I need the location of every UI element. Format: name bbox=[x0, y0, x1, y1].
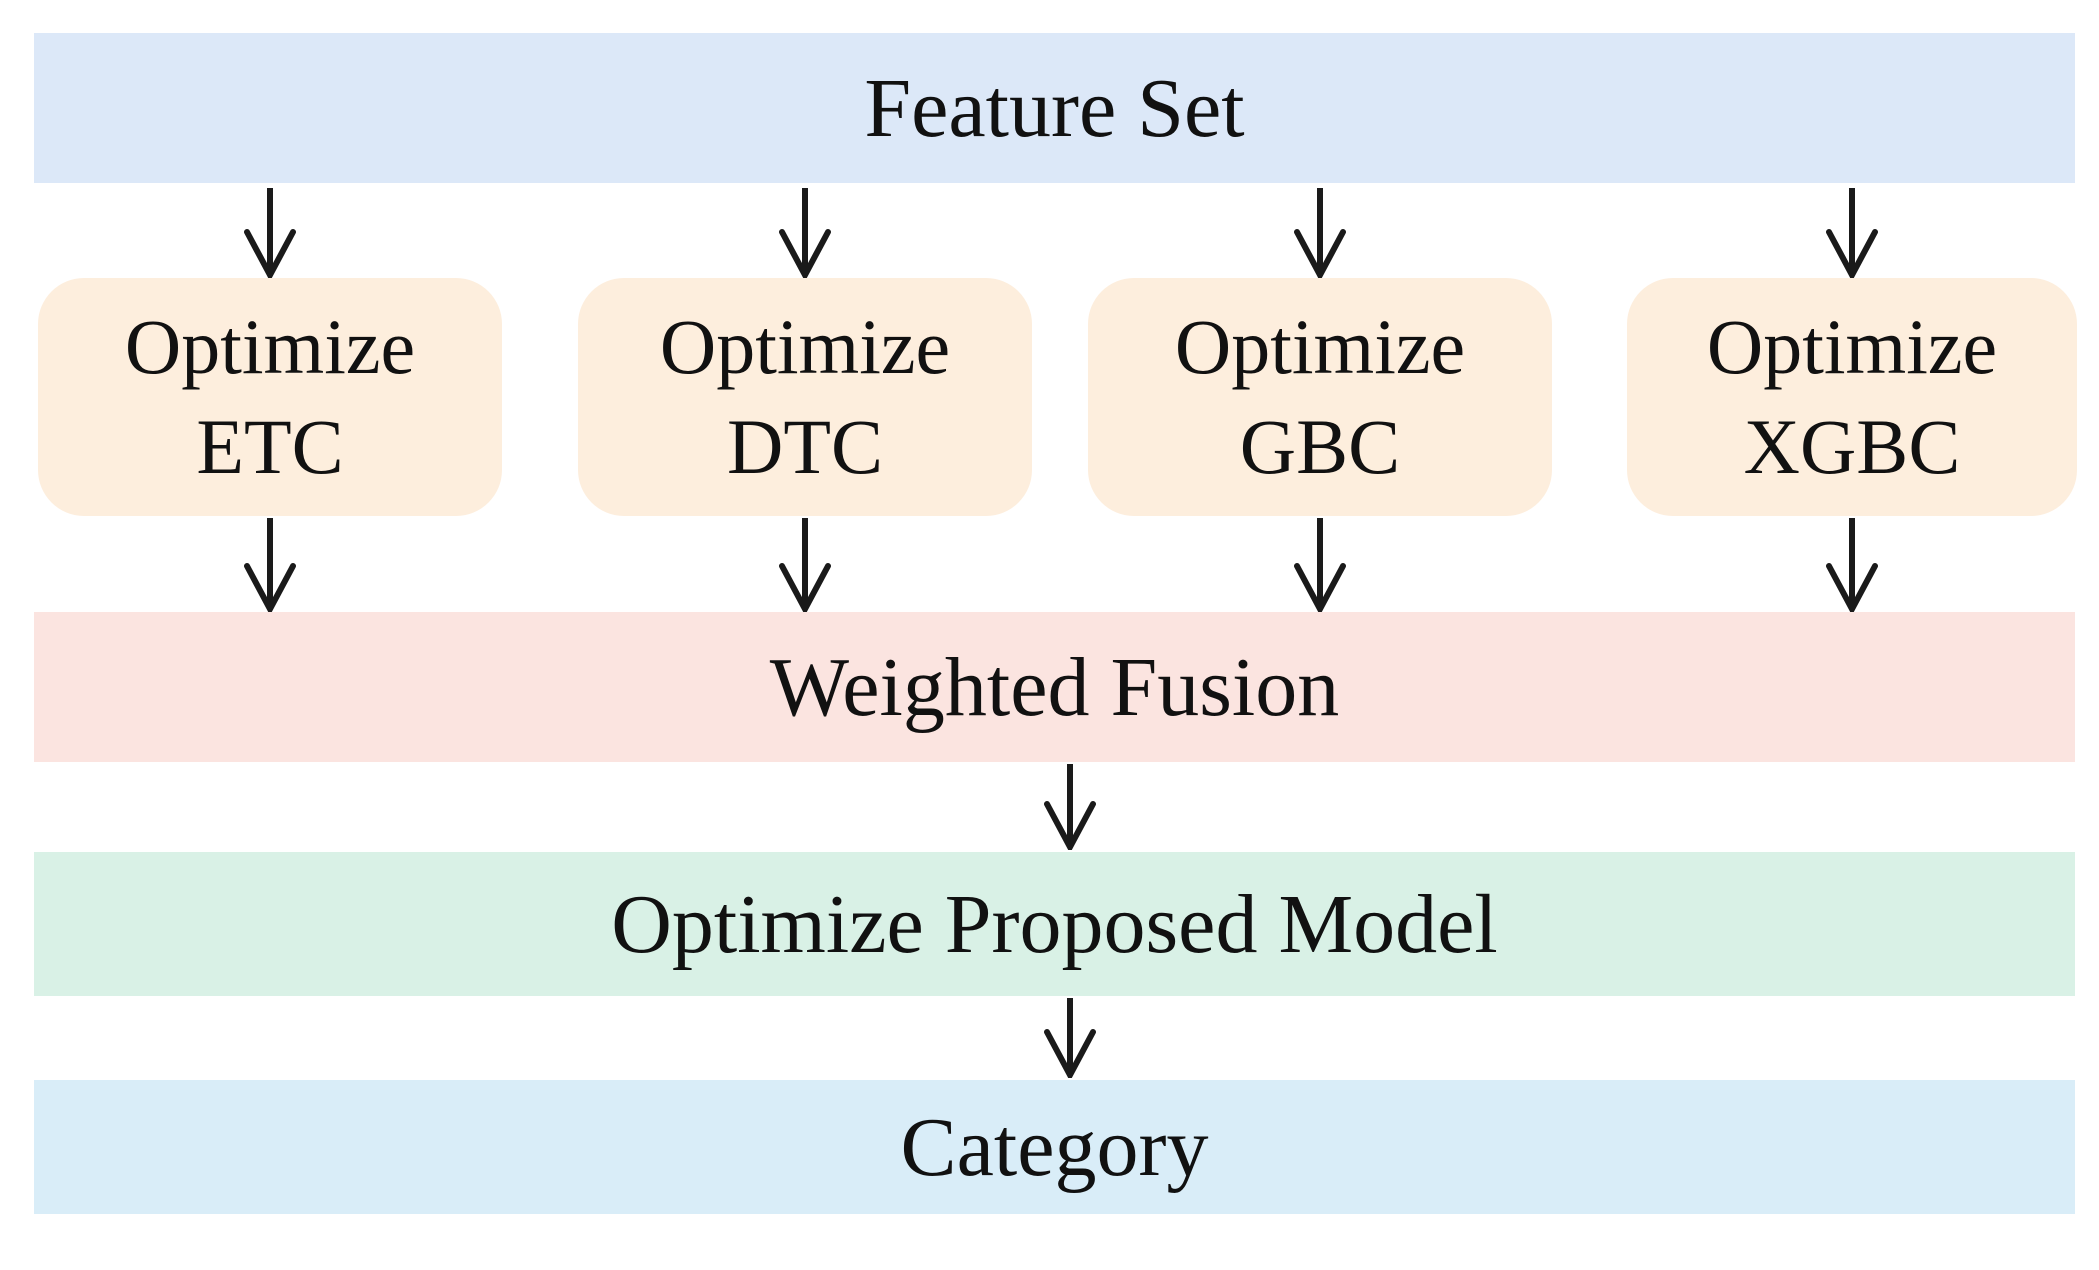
optimize-xgbc-label-line1: Optimize bbox=[1706, 303, 1998, 391]
down-arrow-icon bbox=[238, 516, 302, 612]
category-label: Category bbox=[900, 1100, 1209, 1194]
optimize-xgbc-label-line2: XGBC bbox=[1743, 403, 1961, 490]
weighted-fusion-label: Weighted Fusion bbox=[769, 640, 1340, 734]
optimize-gbc-box: Optimize GBC bbox=[1088, 278, 1552, 516]
weighted-fusion-banner: Weighted Fusion bbox=[34, 612, 2075, 762]
optimize-dtc-label-line1: Optimize bbox=[659, 303, 951, 391]
feature-set-banner: Feature Set bbox=[34, 33, 2075, 183]
optimize-gbc-label-line1: Optimize bbox=[1174, 303, 1466, 391]
down-arrow-icon bbox=[1288, 516, 1352, 612]
optimize-dtc-box: Optimize DTC bbox=[578, 278, 1032, 516]
optimize-etc-label-line2: ETC bbox=[196, 403, 344, 490]
down-arrow-icon bbox=[238, 186, 302, 278]
optimize-xgbc-box: Optimize XGBC bbox=[1627, 278, 2077, 516]
feature-set-label: Feature Set bbox=[864, 61, 1245, 155]
down-arrow-icon bbox=[1820, 516, 1884, 612]
down-arrow-icon bbox=[773, 516, 837, 612]
down-arrow-icon bbox=[1288, 186, 1352, 278]
optimize-proposed-model-banner: Optimize Proposed Model bbox=[34, 852, 2075, 996]
down-arrow-icon bbox=[1820, 186, 1884, 278]
category-banner: Category bbox=[34, 1080, 2075, 1214]
down-arrow-icon bbox=[1038, 762, 1102, 850]
optimize-etc-label-line1: Optimize bbox=[124, 303, 416, 391]
optimize-etc-box: Optimize ETC bbox=[38, 278, 502, 516]
optimize-gbc-label-line2: GBC bbox=[1239, 403, 1401, 490]
optimize-proposed-model-label: Optimize Proposed Model bbox=[611, 877, 1498, 971]
down-arrow-icon bbox=[773, 186, 837, 278]
down-arrow-icon bbox=[1038, 996, 1102, 1078]
optimize-dtc-label-line2: DTC bbox=[727, 403, 883, 490]
